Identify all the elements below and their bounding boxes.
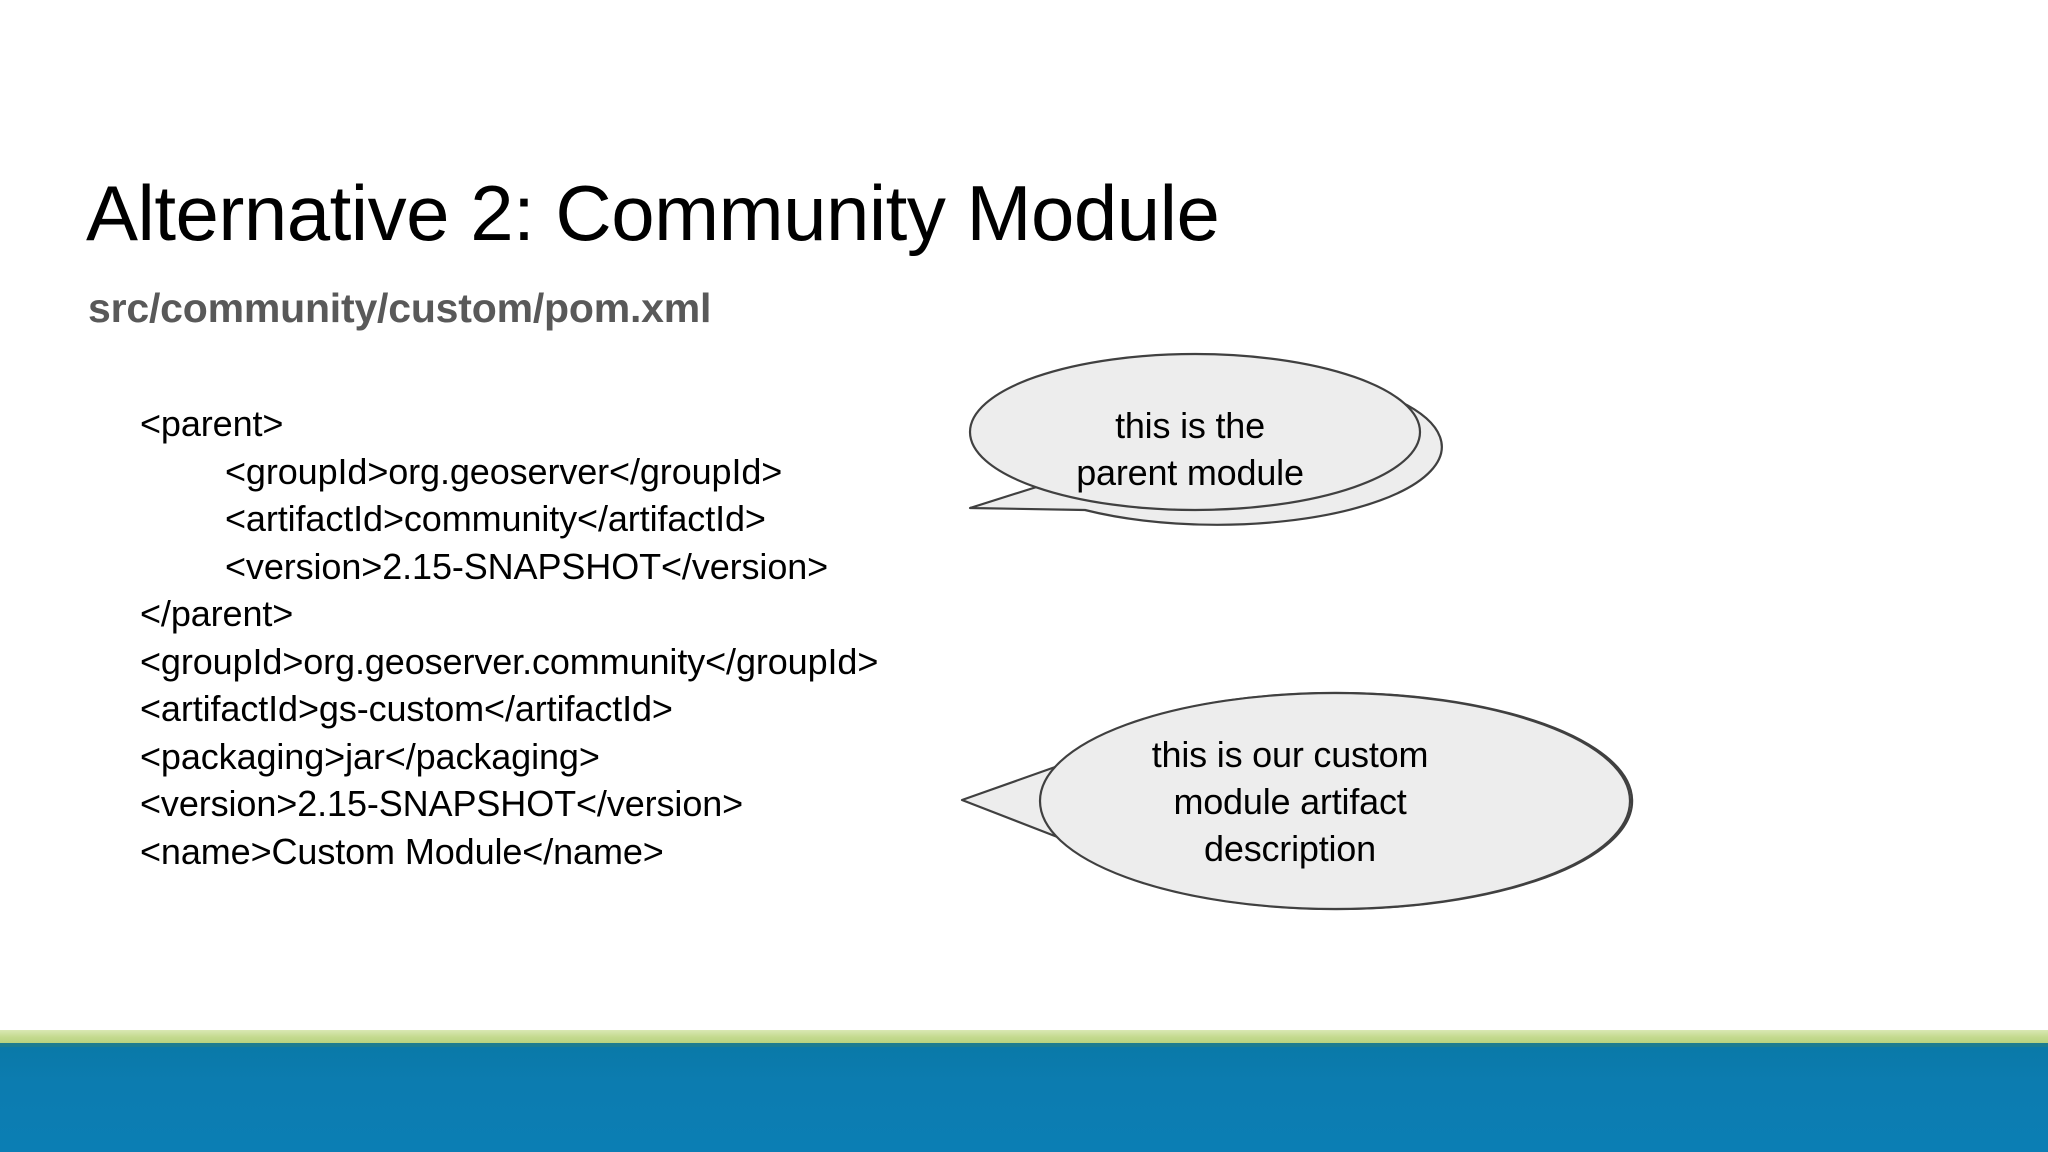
code-line: <artifactId>community</artifactId> (225, 498, 766, 539)
footer-divider-line (0, 1043, 2048, 1047)
code-line: </parent> (140, 593, 294, 634)
file-path-subtitle: src/community/custom/pom.xml (88, 285, 712, 331)
callout-parent-module: this is the parent module (930, 350, 1450, 535)
callout-bubble-shape (968, 352, 1443, 526)
code-line: <packaging>jar</packaging> (140, 735, 600, 777)
code-line: <version>2.15-SNAPSHOT</version> (225, 545, 829, 587)
callout-bubble-shape (960, 691, 1634, 911)
code-line: <version>2.15-SNAPSHOT</version> (140, 783, 744, 824)
page-title: Alternative 2: Community Module (86, 169, 1220, 258)
footer-blue-band (0, 1047, 2048, 1152)
pom-xml-code-block: <parent> <groupId>org.geoserver</groupId… (140, 400, 878, 875)
code-line: <parent> (140, 403, 284, 444)
code-line: <groupId>org.geoserver.community</groupI… (140, 640, 879, 682)
code-line: <artifactId>gs-custom</artifactId> (140, 688, 673, 729)
callout-custom-module: this is our custom module artifact descr… (940, 688, 1650, 913)
code-line: <name>Custom Module</name> (140, 830, 664, 872)
footer-green-band (0, 1030, 2048, 1043)
code-line: <groupId>org.geoserver</groupId> (225, 450, 783, 492)
